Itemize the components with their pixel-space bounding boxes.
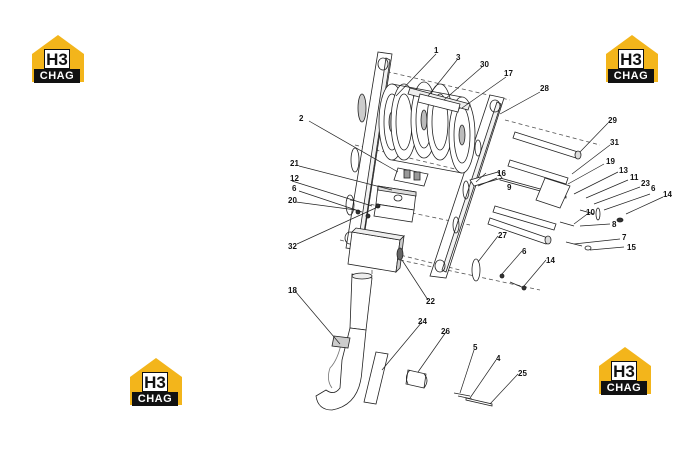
callout-27: 27 [498, 231, 507, 240]
brand-logo-top-right: H3 CHAG [604, 32, 660, 86]
callout-6-lower: 6 [522, 247, 527, 256]
callout-5: 5 [473, 343, 478, 352]
callout-20: 20 [288, 196, 297, 205]
logo-bar-text: CHAG [132, 392, 178, 406]
hook-housing [347, 227, 405, 274]
callout-4: 4 [496, 354, 501, 363]
callout-29: 29 [608, 116, 617, 125]
callout-15: 15 [627, 243, 636, 252]
callout-7: 7 [622, 233, 627, 242]
loose-parts [363, 351, 493, 407]
callout-24: 24 [418, 317, 427, 326]
callout-8: 8 [612, 220, 617, 229]
logo-mark: H3 [611, 361, 637, 381]
top-cross-pin [407, 87, 471, 113]
callout-labels: 1 2 3 4 5 6 7 8 9 10 11 12 13 14 15 16 1… [288, 46, 672, 378]
brand-logo-bottom-left: H3 CHAG [128, 355, 184, 409]
callout-30: 30 [480, 60, 489, 69]
callout-14-lower: 14 [546, 256, 555, 265]
callout-11: 11 [630, 173, 639, 182]
callout-13: 13 [619, 166, 628, 175]
callout-1: 1 [434, 46, 439, 55]
logo-mark: H3 [44, 49, 70, 69]
right-frame-plate [429, 94, 505, 279]
callout-16: 16 [497, 169, 506, 178]
sheave-bracket [393, 167, 429, 187]
callout-18: 18 [288, 286, 297, 295]
side-rods [469, 131, 582, 245]
callout-9: 9 [507, 183, 512, 192]
hook-body [315, 272, 373, 411]
callout-6: 6 [292, 184, 297, 193]
logo-bar-text: CHAG [608, 69, 654, 83]
brand-logo-bottom-right: H3 CHAG [597, 344, 653, 398]
callout-26: 26 [441, 327, 450, 336]
callout-28: 28 [540, 84, 549, 93]
callout-32: 32 [288, 242, 297, 251]
callout-25: 25 [518, 369, 527, 378]
callout-21: 21 [290, 159, 299, 168]
callout-17: 17 [504, 69, 513, 78]
callout-14: 14 [663, 190, 672, 199]
callout-19: 19 [606, 157, 615, 166]
callout-3: 3 [456, 53, 461, 62]
callout-31: 31 [610, 138, 619, 147]
brand-logo-top-left: H3 CHAG [30, 32, 86, 86]
callout-2: 2 [299, 114, 304, 123]
callout-22: 22 [426, 297, 435, 306]
logo-mark: H3 [618, 49, 644, 69]
sheave-assembly [378, 81, 476, 174]
leader-lines [291, 53, 664, 405]
callout-23: 23 [641, 179, 650, 188]
logo-bar-text: CHAG [34, 69, 80, 83]
callout-6-right: 6 [651, 184, 656, 193]
callout-12: 12 [290, 174, 299, 183]
callout-10: 10 [586, 208, 595, 217]
logo-mark: H3 [142, 372, 168, 392]
hook-block-upper [373, 185, 417, 223]
logo-bar-text: CHAG [601, 381, 647, 395]
